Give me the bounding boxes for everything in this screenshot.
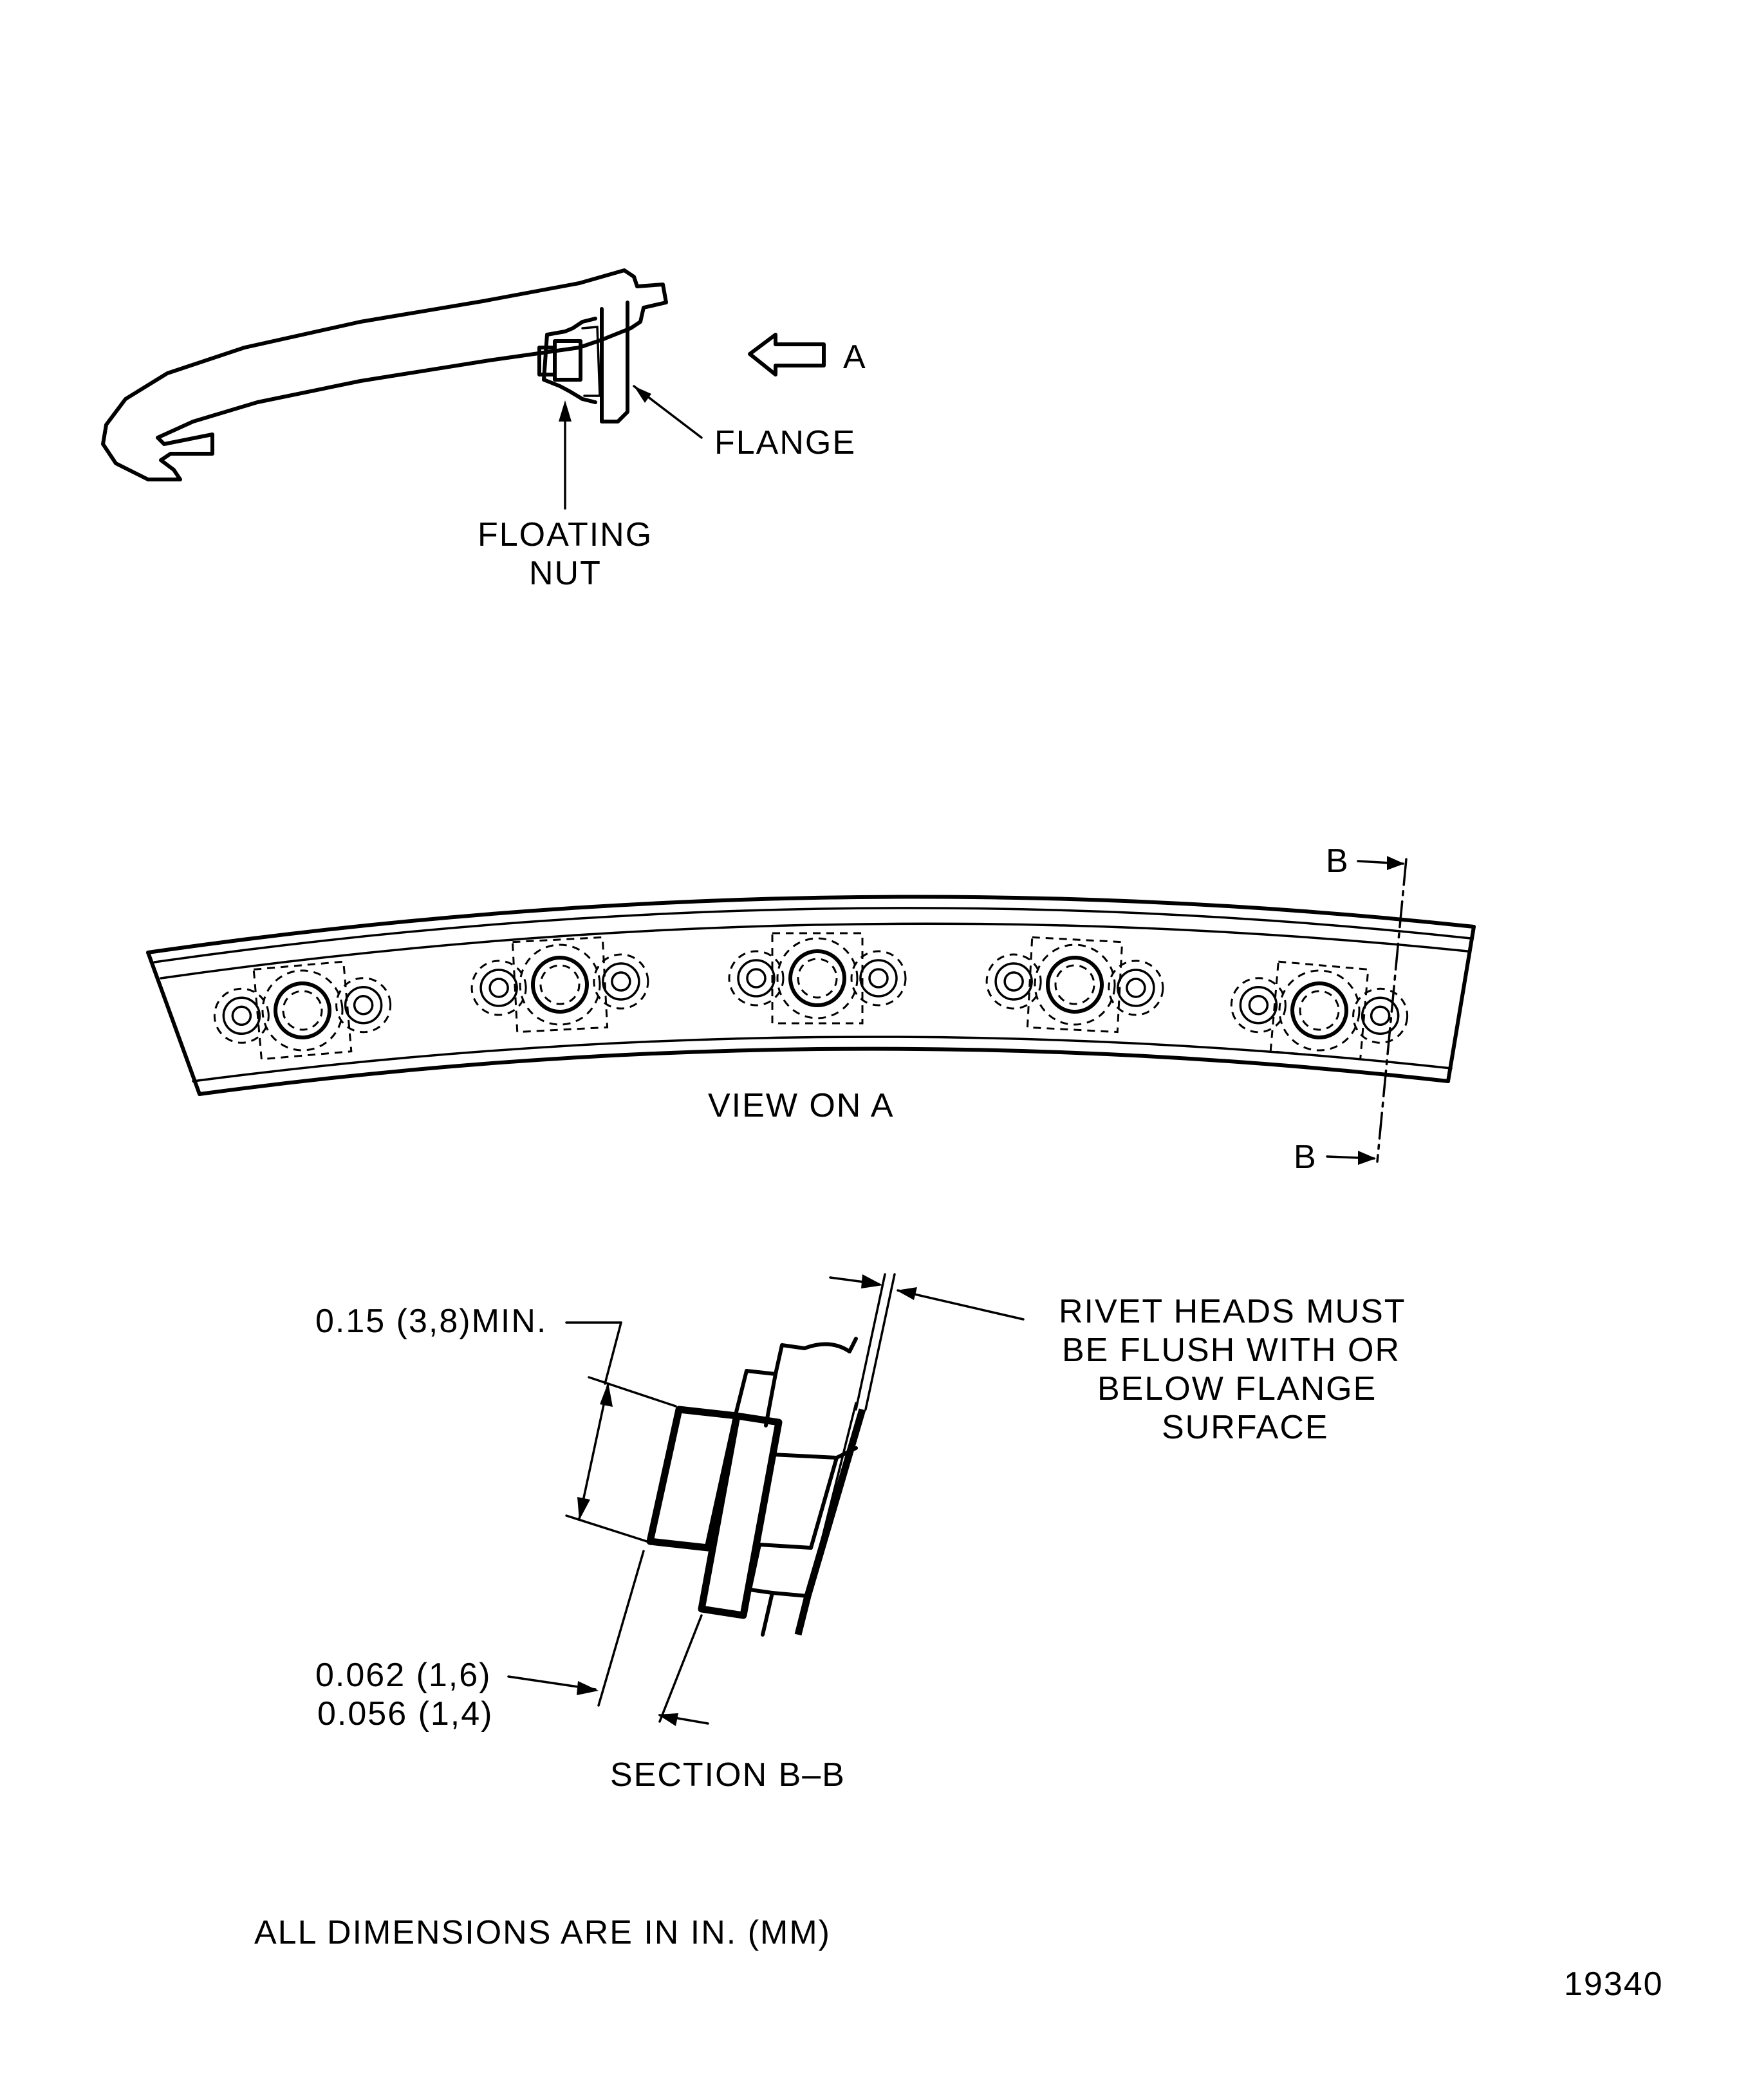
section-line-b-b — [1376, 858, 1408, 1163]
view-on-a-label: VIEW ON A — [708, 1087, 895, 1124]
arrow-a-label: A — [843, 339, 867, 376]
min-dimension-line — [578, 1382, 609, 1520]
nut-plate-group — [985, 936, 1164, 1034]
rivet-note-line3: BELOW FLANGE — [1097, 1370, 1377, 1408]
rivet-note-line1: RIVET HEADS MUST — [1059, 1293, 1406, 1330]
range-dimension-line2: 0.056 (1,4) — [317, 1695, 494, 1733]
nut-plate-group — [470, 936, 649, 1034]
rivet-note-line4: SURFACE — [1162, 1409, 1329, 1446]
rivet-note-line2: BE FLUSH WITH OR — [1062, 1332, 1400, 1369]
figure-number: 19340 — [1564, 1965, 1664, 2003]
view-arrow-a-icon — [748, 333, 826, 376]
min-dimension-label: 0.15 (3,8)MIN. — [315, 1303, 547, 1340]
nut-plate-group — [1230, 960, 1409, 1061]
floating-nut-label-line1: FLOATING — [478, 516, 653, 553]
nut-plate-group — [728, 932, 907, 1025]
side-profile-view: A FLANGE FLOATING NUT — [101, 268, 867, 592]
flange-label: FLANGE — [714, 424, 856, 461]
range-dimension-line1: 0.062 (1,6) — [315, 1657, 492, 1694]
section-b-top-label: B — [1326, 842, 1350, 880]
section-b-bottom-label: B — [1294, 1138, 1317, 1176]
flange-body — [600, 301, 629, 423]
strip-top-inner-edge — [153, 907, 1472, 963]
section-title: SECTION B–B — [610, 1756, 846, 1794]
floating-nut-label-line2: NUT — [529, 555, 602, 592]
view-on-a: B B VIEW ON A — [146, 842, 1476, 1176]
flange-surface — [794, 1408, 866, 1636]
fairing-profile — [101, 268, 668, 481]
units-note: ALL DIMENSIONS ARE IN IN. (MM) — [254, 1914, 831, 1951]
flush-extension-line — [855, 1273, 886, 1411]
section-b-b: RIVET HEADS MUST BE FLUSH WITH OR BELOW … — [315, 1273, 1406, 1794]
floating-nut-profile — [537, 317, 601, 404]
nut-barrel — [698, 1412, 783, 1619]
strip-bottom-edge — [198, 1046, 1450, 1096]
nut-plate-group — [213, 960, 392, 1061]
strip-top-edge — [146, 895, 1476, 954]
